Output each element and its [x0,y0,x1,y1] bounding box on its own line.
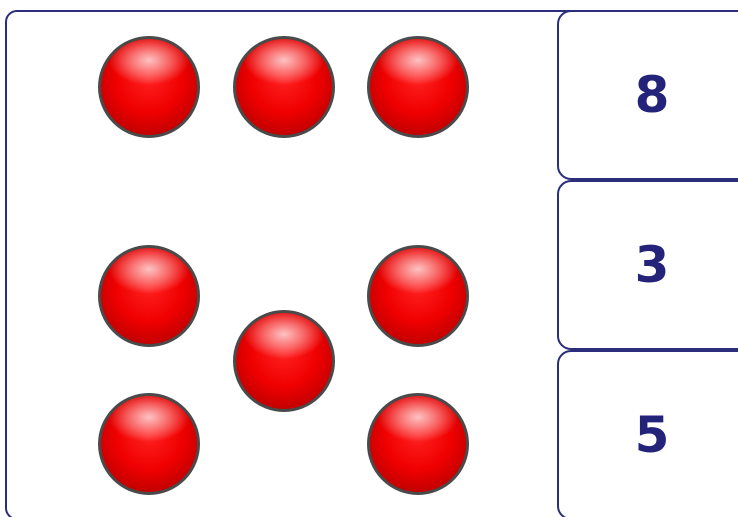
red-ball [367,36,469,138]
answer-option-1[interactable]: 8 [557,10,738,180]
red-ball [233,310,335,412]
red-ball [98,245,200,347]
red-ball [367,245,469,347]
answer-option-number: 5 [559,406,738,464]
red-ball [98,36,200,138]
answer-option-number: 8 [559,66,738,124]
red-ball [98,393,200,495]
answer-option-number: 3 [559,236,738,294]
answer-option-2[interactable]: 3 [557,180,738,350]
red-ball [233,36,335,138]
ball-counting-area [0,0,555,517]
answer-option-3[interactable]: 5 [557,350,738,517]
red-ball [367,393,469,495]
